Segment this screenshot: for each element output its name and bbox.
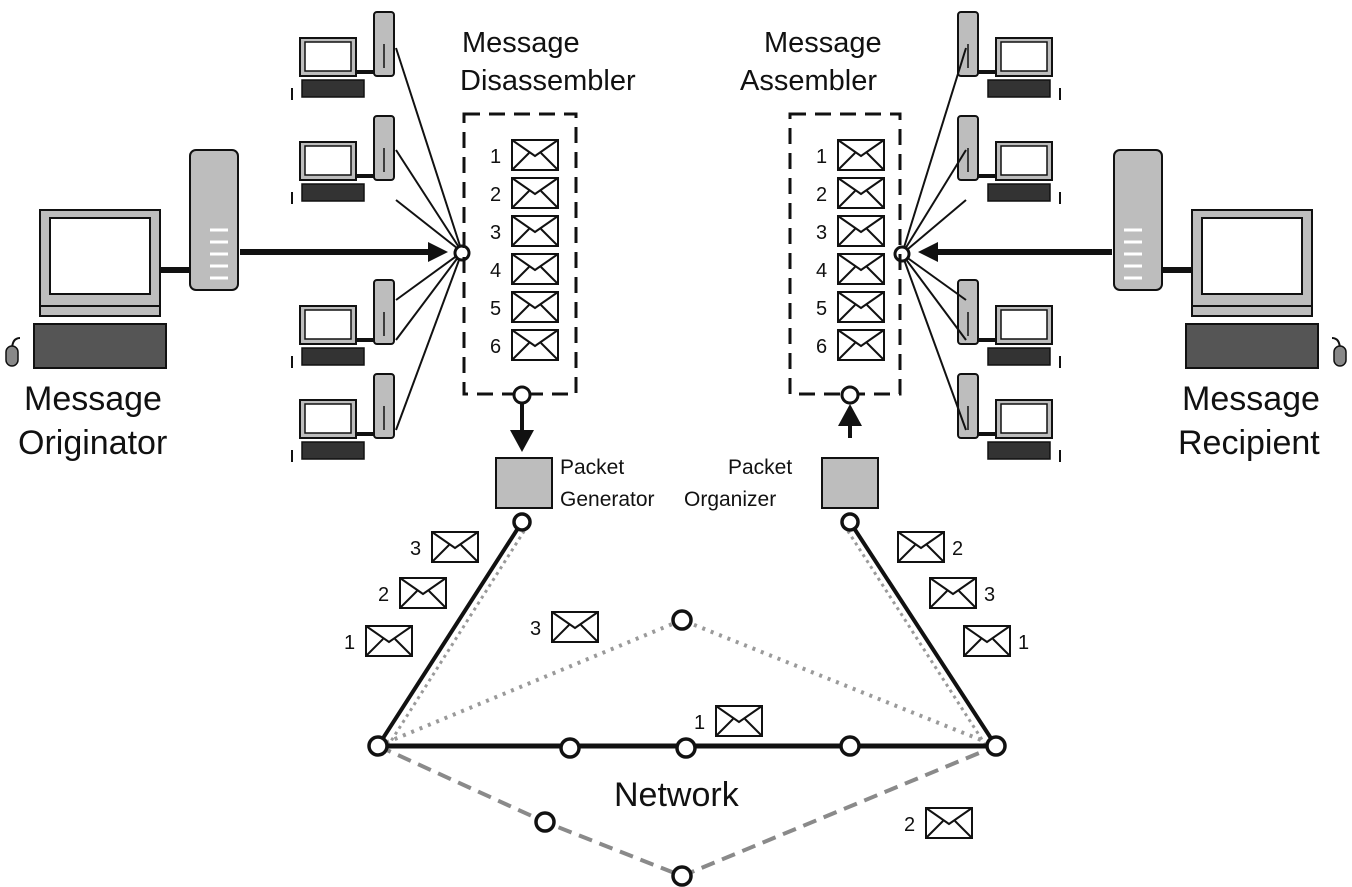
sender-computer-icon [290, 372, 396, 464]
packet-number: 1 [344, 632, 355, 654]
up-arrow-icon [838, 404, 862, 426]
packet-number: 1 [1018, 632, 1029, 654]
envelope-icon [963, 625, 1011, 657]
envelope-icon [551, 611, 599, 643]
packet-number: 3 [530, 618, 541, 640]
envelope-icon [511, 329, 559, 361]
packet-organizer-box [821, 457, 879, 509]
network-node-icon [367, 735, 389, 757]
assembler-input-node-icon [840, 385, 860, 405]
disassembler-title: Disassembler [460, 65, 636, 97]
receiver-computer-icon [956, 278, 1062, 370]
envelope-icon [837, 139, 885, 171]
packet-number: 2 [952, 538, 963, 560]
envelope-icon [929, 577, 977, 609]
network-node-icon [839, 735, 861, 757]
network-node-icon [671, 609, 693, 631]
sender-computer-icon [290, 10, 396, 102]
sender-computer-icon [290, 114, 396, 206]
packet-number: 1 [490, 146, 501, 168]
assembler-packet-list: 1 2 3 4 5 6 [816, 139, 885, 361]
envelope-icon [365, 625, 413, 657]
network-node-icon [675, 737, 697, 759]
down-arrow-icon [510, 430, 534, 452]
route-dotted-top [377, 617, 997, 748]
disassembler-input-node-icon [453, 244, 471, 262]
packet-number: 2 [378, 584, 389, 606]
packet-number: 6 [816, 336, 827, 358]
packet-number: 2 [490, 184, 501, 206]
receiver-computer-icon [956, 372, 1062, 464]
network-node-icon [512, 512, 532, 532]
envelope-icon [511, 139, 559, 171]
originator-label: Message [24, 380, 162, 418]
envelope-icon [837, 215, 885, 247]
packet-number: 4 [816, 260, 827, 282]
network-node-icon [534, 811, 556, 833]
organizer-label: Packet [728, 456, 792, 479]
envelope-icon [511, 215, 559, 247]
envelope-icon [837, 329, 885, 361]
assembler-title: Assembler [740, 65, 877, 97]
assembler-title: Message [764, 27, 882, 59]
generator-label: Generator [560, 488, 655, 511]
right-fan-lines [901, 47, 967, 431]
envelope-icon [837, 291, 885, 323]
envelope-icon [897, 531, 945, 563]
packet-number: 4 [490, 260, 501, 282]
envelope-icon [511, 177, 559, 209]
packet-number: 3 [816, 222, 827, 244]
network-label: Network [614, 776, 740, 814]
disassembler-box [462, 112, 578, 396]
packet-number: 5 [490, 298, 501, 320]
envelope-icon [511, 291, 559, 323]
route-solid-right [848, 520, 998, 748]
recipient-label: Recipient [1178, 424, 1320, 462]
sender-computer-icon [290, 278, 396, 370]
packet-number: 3 [490, 222, 501, 244]
originator-label: Originator [18, 424, 167, 462]
recipient-computer-icon [1114, 150, 1346, 368]
transit-packets: 3 2 1 2 3 1 3 1 2 [344, 531, 1029, 839]
disassembler-packet-list: 1 2 3 4 5 6 [490, 139, 559, 361]
assembler-output-node-icon [893, 245, 911, 263]
generator-label: Packet [560, 456, 624, 479]
packet-number: 2 [816, 184, 827, 206]
envelope-icon [837, 253, 885, 285]
receiver-computer-icon [956, 114, 1062, 206]
disassembler-title: Message [462, 27, 580, 59]
network-node-icon [985, 735, 1007, 757]
envelope-icon [399, 577, 447, 609]
recipient-label: Message [1182, 380, 1320, 418]
packet-number: 1 [694, 712, 705, 734]
envelope-icon [715, 705, 763, 737]
network-node-icon [671, 865, 693, 887]
route-solid-left [376, 520, 524, 748]
assembler-box [788, 112, 902, 396]
packet-generator-box [495, 457, 553, 509]
envelope-icon [925, 807, 973, 839]
packet-number: 1 [816, 146, 827, 168]
organizer-label: Organizer [684, 488, 776, 511]
envelope-icon [511, 253, 559, 285]
disassembler-output-node-icon [512, 385, 532, 405]
packet-number: 3 [410, 538, 421, 560]
network-node-icon [559, 737, 581, 759]
receiver-computer-icon [956, 10, 1062, 102]
network-nodes [367, 512, 1007, 887]
packet-number: 2 [904, 814, 915, 836]
packet-number: 3 [984, 584, 995, 606]
left-fan-lines [395, 47, 463, 431]
packet-number: 6 [490, 336, 501, 358]
envelope-icon [837, 177, 885, 209]
envelope-icon [431, 531, 479, 563]
originator-computer-icon [6, 150, 238, 368]
network-node-icon [840, 512, 860, 532]
route-dashed-bottom [377, 744, 997, 879]
packet-number: 5 [816, 298, 827, 320]
